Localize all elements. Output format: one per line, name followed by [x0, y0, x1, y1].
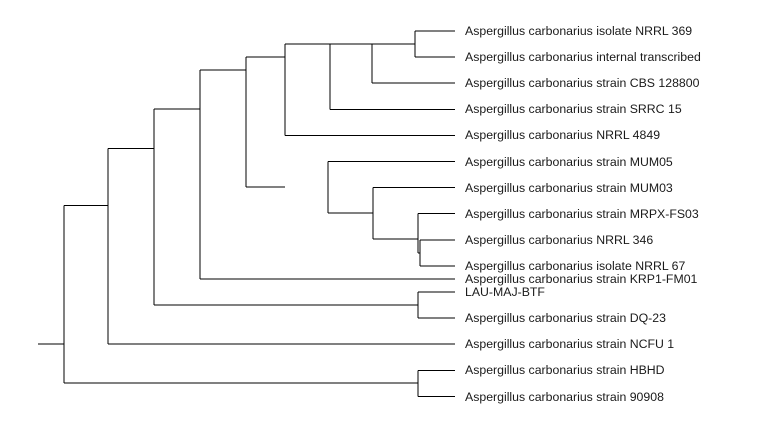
- leaf-label-nrrl-4849[interactable]: Aspergillus carbonarius NRRL 4849: [465, 128, 661, 143]
- leaf-label-mum03[interactable]: Aspergillus carbonarius strain MUM03: [465, 180, 673, 195]
- leaf-label-ncfu-1[interactable]: Aspergillus carbonarius strain NCFU 1: [465, 337, 675, 352]
- leaf-label-lau-maj-btf[interactable]: LAU-MAJ-BTF: [465, 284, 545, 299]
- leaf-label-dq-23[interactable]: Aspergillus carbonarius strain DQ-23: [465, 311, 666, 326]
- leaf-label-nrrl-369[interactable]: Aspergillus carbonarius isolate NRRL 369: [465, 23, 693, 38]
- leaf-label-mrpx-fs03[interactable]: Aspergillus carbonarius strain MRPX-FS03: [465, 206, 699, 221]
- leaf-label-90908[interactable]: Aspergillus carbonarius strain 90908: [465, 389, 664, 404]
- leaf-label-srrc-15[interactable]: Aspergillus carbonarius strain SRRC 15: [465, 102, 682, 117]
- leaf-label-nrrl-67[interactable]: Aspergillus carbonarius isolate NRRL 67: [465, 258, 686, 273]
- leaf-label-internal-transcribed[interactable]: Aspergillus carbonarius internal transcr…: [465, 49, 701, 64]
- leaf-label-nrrl-346[interactable]: Aspergillus carbonarius NRRL 346: [465, 232, 654, 247]
- leaf-label-mum05[interactable]: Aspergillus carbonarius strain MUM05: [465, 154, 673, 169]
- leaf-label-hbhd[interactable]: Aspergillus carbonarius strain HBHD: [465, 363, 665, 378]
- leaf-label-krp1-fm01[interactable]: Aspergillus carbonarius strain KRP1-FM01: [465, 271, 698, 286]
- leaf-label-cbs-128800[interactable]: Aspergillus carbonarius strain CBS 12880…: [465, 76, 700, 91]
